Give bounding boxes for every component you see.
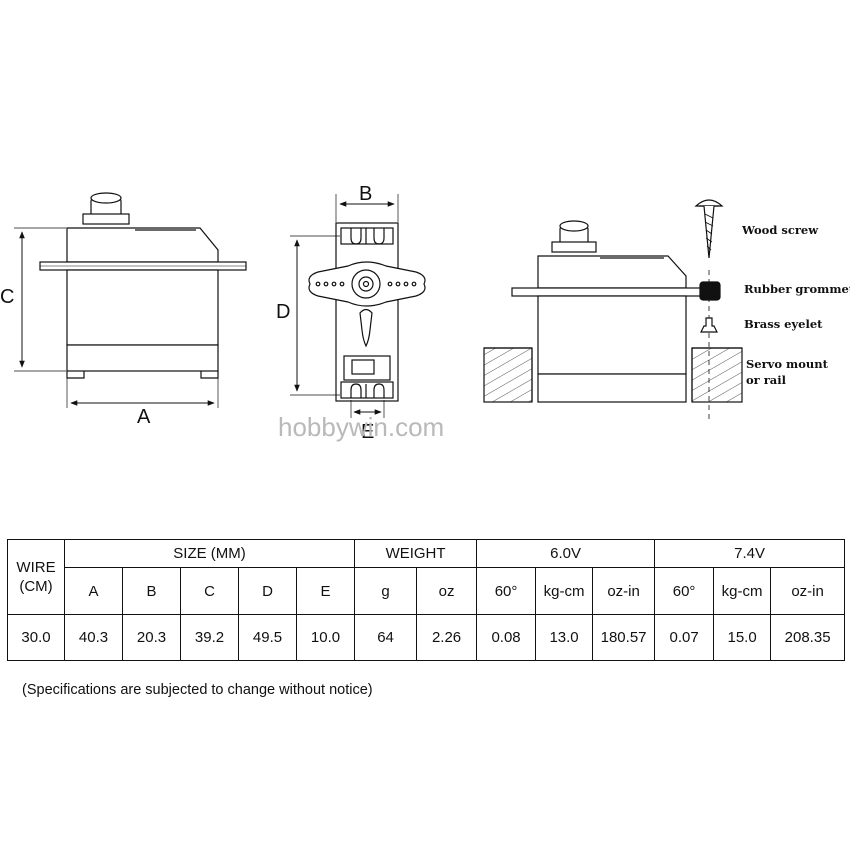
dim-label-d: D — [276, 301, 290, 323]
dim-label-c: C — [0, 286, 14, 308]
subheader-oz: oz — [416, 567, 478, 615]
dim-e-end — [350, 400, 385, 418]
value-7-4v-torque-oz: 208.35 — [770, 614, 846, 661]
value-6v-torque-kg: 13.0 — [535, 614, 594, 661]
servo-mount-view — [483, 199, 743, 420]
table-header-row: WIRE (CM) SIZE (MM) WEIGHT 6.0V 7.4V — [7, 539, 846, 615]
value-7-4v-speed: 0.07 — [654, 614, 715, 661]
servo-dimension-drawings: C A B — [0, 183, 850, 443]
value-e: 10.0 — [295, 614, 356, 661]
value-wire: 30.0 — [7, 614, 65, 661]
value-c: 39.2 — [180, 614, 239, 661]
subheader-e: E — [295, 567, 356, 615]
value-6v-speed: 0.08 — [476, 614, 537, 661]
dim-label-b: B — [359, 183, 372, 205]
subheader-7-4v-torque-oz: oz-in — [770, 567, 846, 615]
header-size: SIZE (MM) — [63, 539, 356, 568]
watermark: hobbywin.com — [278, 412, 444, 442]
value-d: 49.5 — [238, 614, 297, 661]
dim-d-end — [290, 235, 340, 396]
subheader-a: A — [64, 567, 123, 615]
value-6v-torque-oz: 180.57 — [592, 614, 656, 661]
table-row: 30.0 40.3 20.3 39.2 49.5 10.0 64 2.26 0.… — [7, 614, 846, 661]
dim-label-e: E — [361, 421, 374, 443]
value-oz: 2.26 — [416, 614, 478, 661]
servo-front-view — [39, 192, 247, 379]
spec-table: WIRE (CM) SIZE (MM) WEIGHT 6.0V 7.4V A B… — [7, 539, 846, 661]
label-servo-mount-rail: or rail — [746, 373, 787, 387]
dim-a-front — [66, 378, 219, 408]
dim-b-end — [335, 194, 399, 222]
value-b: 20.3 — [122, 614, 181, 661]
header-7-4v: 7.4V — [654, 539, 846, 568]
subheader-b: B — [122, 567, 181, 615]
value-g: 64 — [354, 614, 418, 661]
subheader-c: C — [180, 567, 239, 615]
header-6v: 6.0V — [476, 539, 656, 568]
subheader-d: D — [238, 567, 297, 615]
value-7-4v-torque-kg: 15.0 — [713, 614, 772, 661]
label-brass-eyelet: Brass eyelet — [744, 317, 823, 331]
subheader-6v-speed: 60° — [476, 567, 537, 615]
header-wire: WIRE (CM) — [7, 539, 65, 615]
label-wood-screw: Wood screw — [741, 223, 819, 237]
subheader-6v-torque-oz: oz-in — [592, 567, 656, 615]
header-weight: WEIGHT — [354, 539, 478, 568]
table-subheader-row: A B C D E g oz 60° kg-cm oz-in 60° kg-cm… — [8, 567, 846, 615]
disclaimer-note: (Specifications are subjected to change … — [22, 682, 373, 698]
subheader-7-4v-torque-kg: kg-cm — [713, 567, 772, 615]
dim-label-a: A — [137, 406, 151, 428]
subheader-g: g — [354, 567, 418, 615]
label-rubber-grommet: Rubber grommet — [744, 282, 850, 296]
label-servo-mount: Servo mount — [746, 357, 829, 371]
value-a: 40.3 — [64, 614, 123, 661]
subheader-6v-torque-kg: kg-cm — [535, 567, 594, 615]
servo-end-view — [308, 222, 426, 402]
subheader-7-4v-speed: 60° — [654, 567, 715, 615]
dim-c-front — [14, 227, 66, 372]
